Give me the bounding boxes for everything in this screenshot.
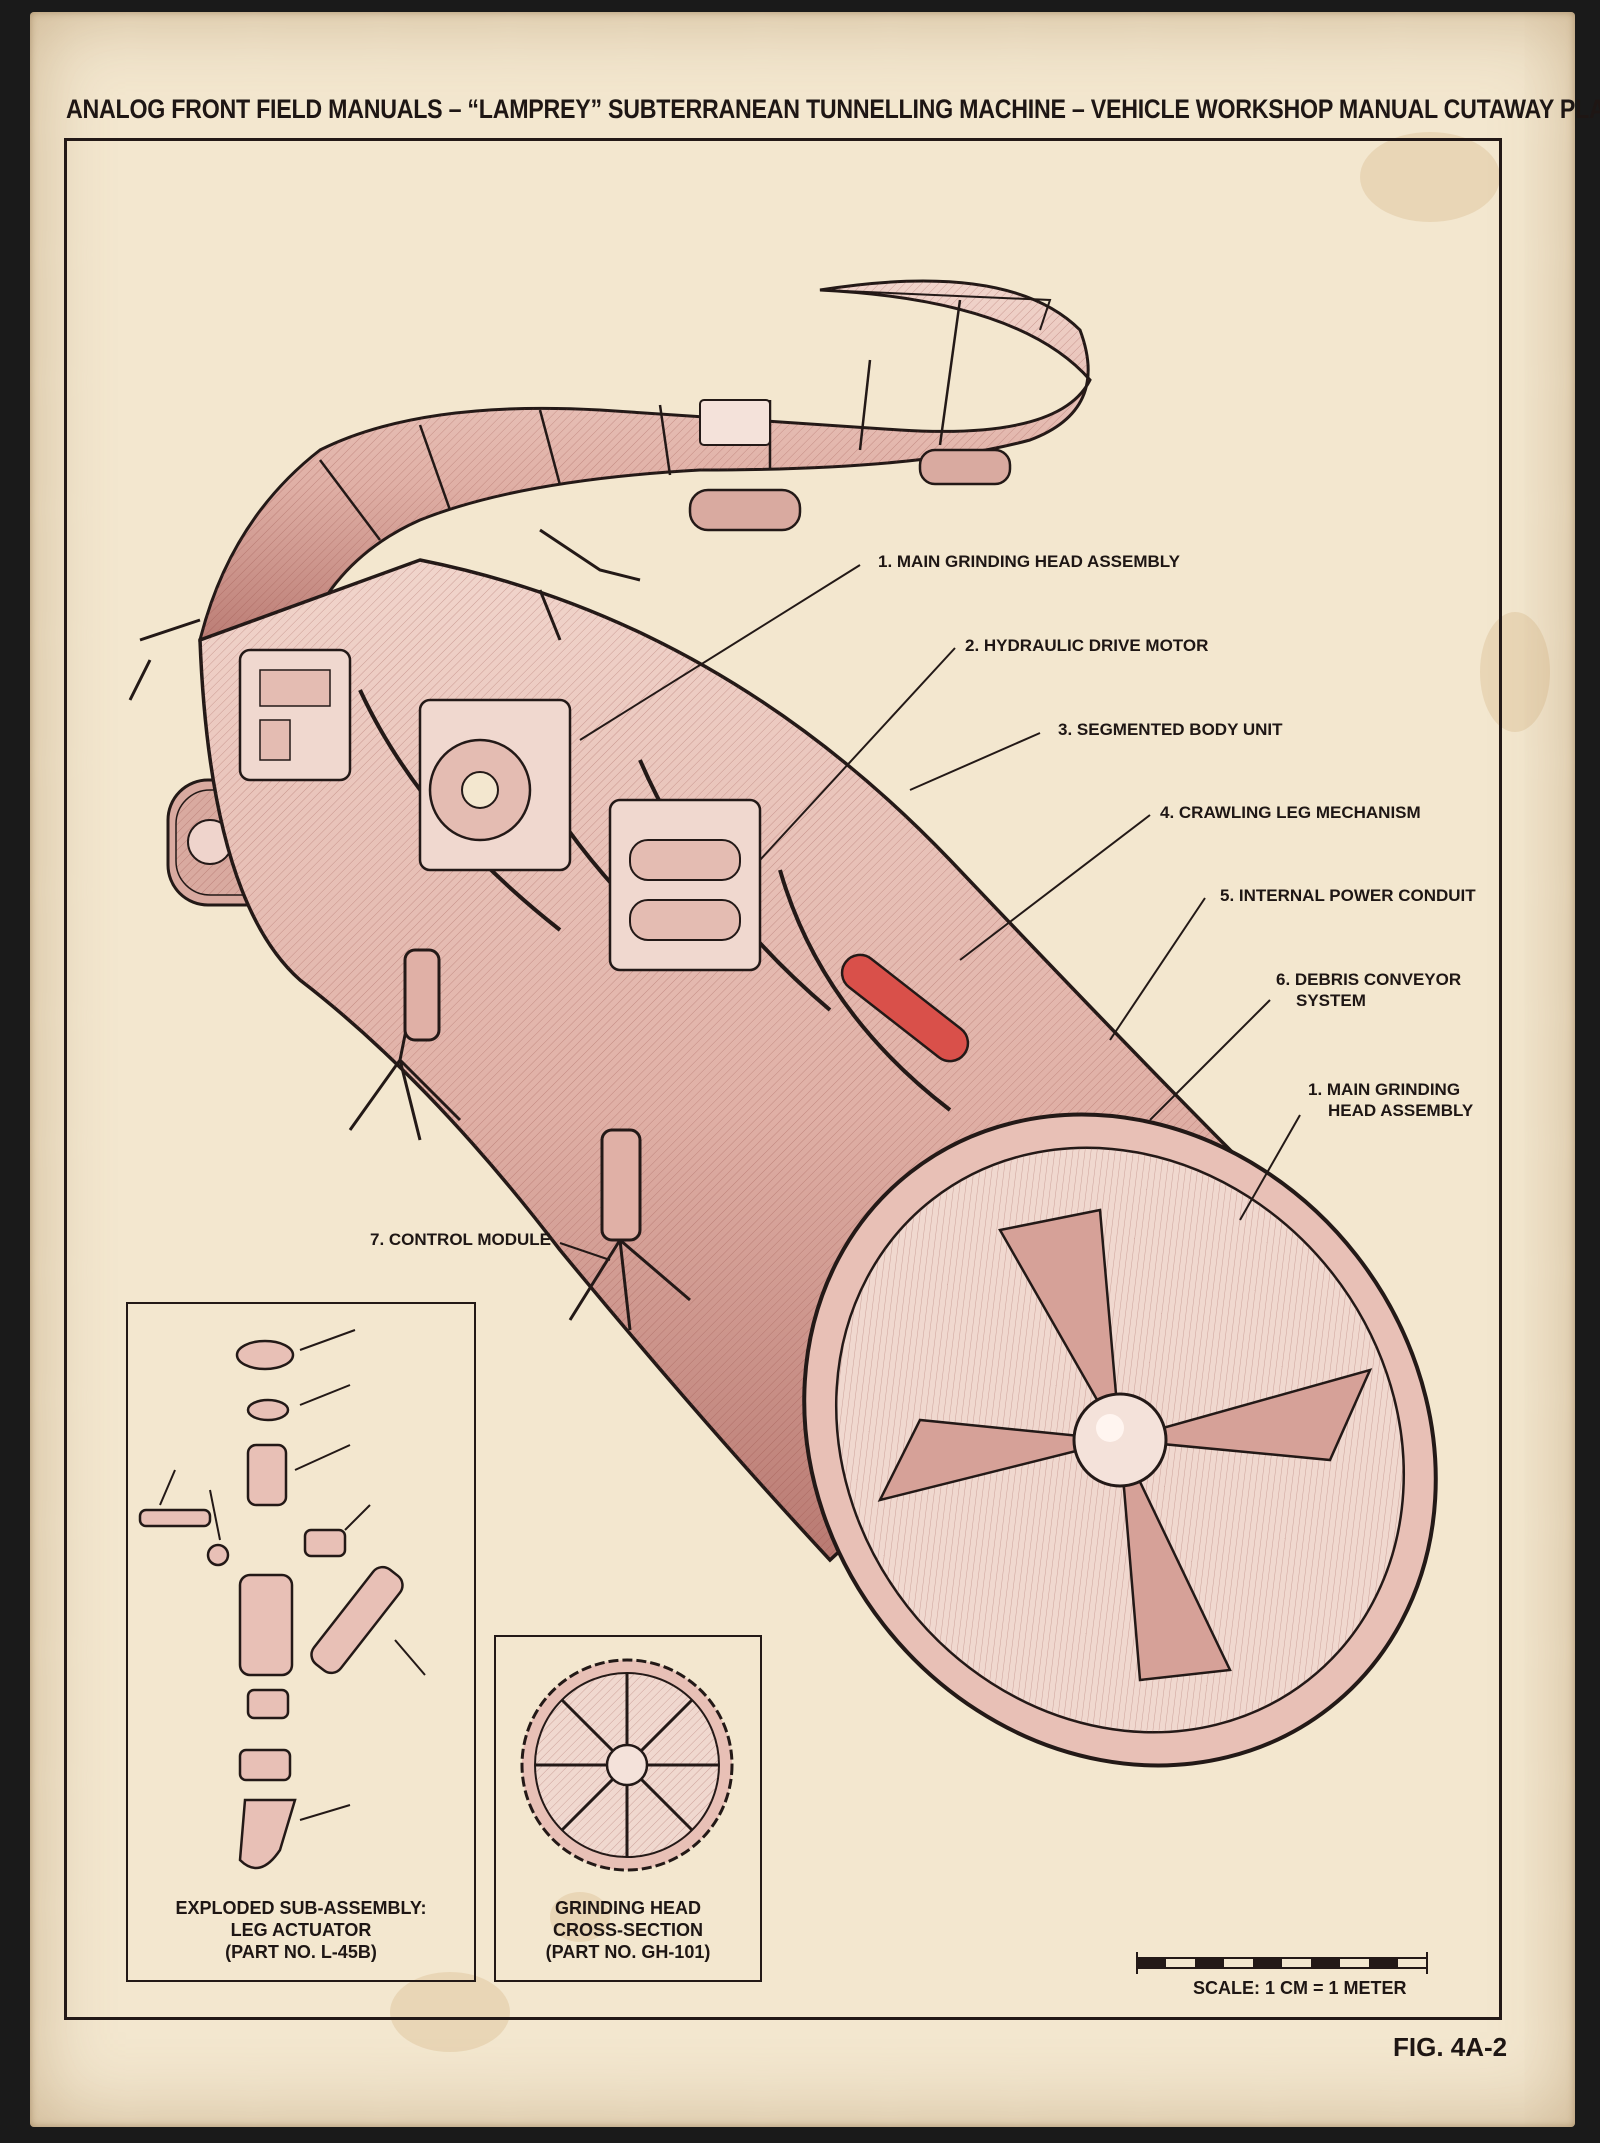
paper-stain <box>550 1892 610 1942</box>
callout-main-grinding-head-2-line1: 1. MAIN GRINDING <box>1308 1080 1461 1099</box>
callout-main-grinding-head: 1. MAIN GRINDING HEAD ASSEMBLY <box>878 552 1180 571</box>
leg-actuator-leaders <box>159 1329 426 1821</box>
crawler-track-tail <box>688 448 1012 532</box>
inset-head-caption-line3: (PART NO. GH-101) <box>545 1942 711 1962</box>
inset-head-caption-line2: CROSS-SECTION <box>552 1920 703 1940</box>
grinding-head <box>802 1112 1438 1768</box>
power-conduit <box>840 953 970 1063</box>
inset-leg-caption-line1: EXPLODED SUB-ASSEMBLY: <box>175 1898 427 1918</box>
figure-number: FIG. 4A-2 <box>1393 2032 1508 2062</box>
paper-stain <box>1360 132 1500 222</box>
scale-bar <box>1136 1952 1428 1974</box>
paper-stain <box>1480 612 1550 732</box>
callout-control-module: 7. CONTROL MODULE <box>370 1230 552 1249</box>
callout-hydraulic-drive-motor: 2. HYDRAULIC DRIVE MOTOR <box>965 636 1209 655</box>
inset-leg-caption-line2: LEG ACTUATOR <box>230 1920 372 1940</box>
callout-debris-conveyor-line1: 6. DEBRIS CONVEYOR <box>1276 970 1462 989</box>
callout-leaders <box>559 564 1301 1261</box>
grinding-head-cross-section <box>520 1658 734 1872</box>
inset-leg-actuator: EXPLODED SUB-ASSEMBLY: LEG ACTUATOR (PAR… <box>126 1302 476 1982</box>
callout-main-grinding-head-2-line2: HEAD ASSEMBLY <box>1328 1101 1474 1120</box>
inset-head-caption-line1: GRINDING HEAD <box>554 1898 701 1918</box>
paper-stain <box>390 1972 510 2052</box>
crawling-legs <box>128 528 691 1331</box>
plate-frame <box>64 138 1502 2020</box>
callout-debris-conveyor-line2: SYSTEM <box>1296 991 1366 1010</box>
callout-segmented-body-unit: 3. SEGMENTED BODY UNIT <box>1058 720 1283 739</box>
leg-actuator-exploded-parts <box>138 1339 404 1870</box>
inset-leg-caption-line3: (PART NO. L-45B) <box>225 1942 377 1962</box>
callout-internal-power-conduit: 5. INTERNAL POWER CONDUIT <box>1220 886 1476 905</box>
scale-label: SCALE: 1 CM = 1 METER <box>1193 1978 1407 1998</box>
tail-segments <box>198 279 1092 652</box>
callout-crawling-leg-mechanism: 4. CRAWLING LEG MECHANISM <box>1160 803 1421 822</box>
inset-grinding-head: GRINDING HEAD CROSS-SECTION (PART NO. GH… <box>494 1635 762 1982</box>
